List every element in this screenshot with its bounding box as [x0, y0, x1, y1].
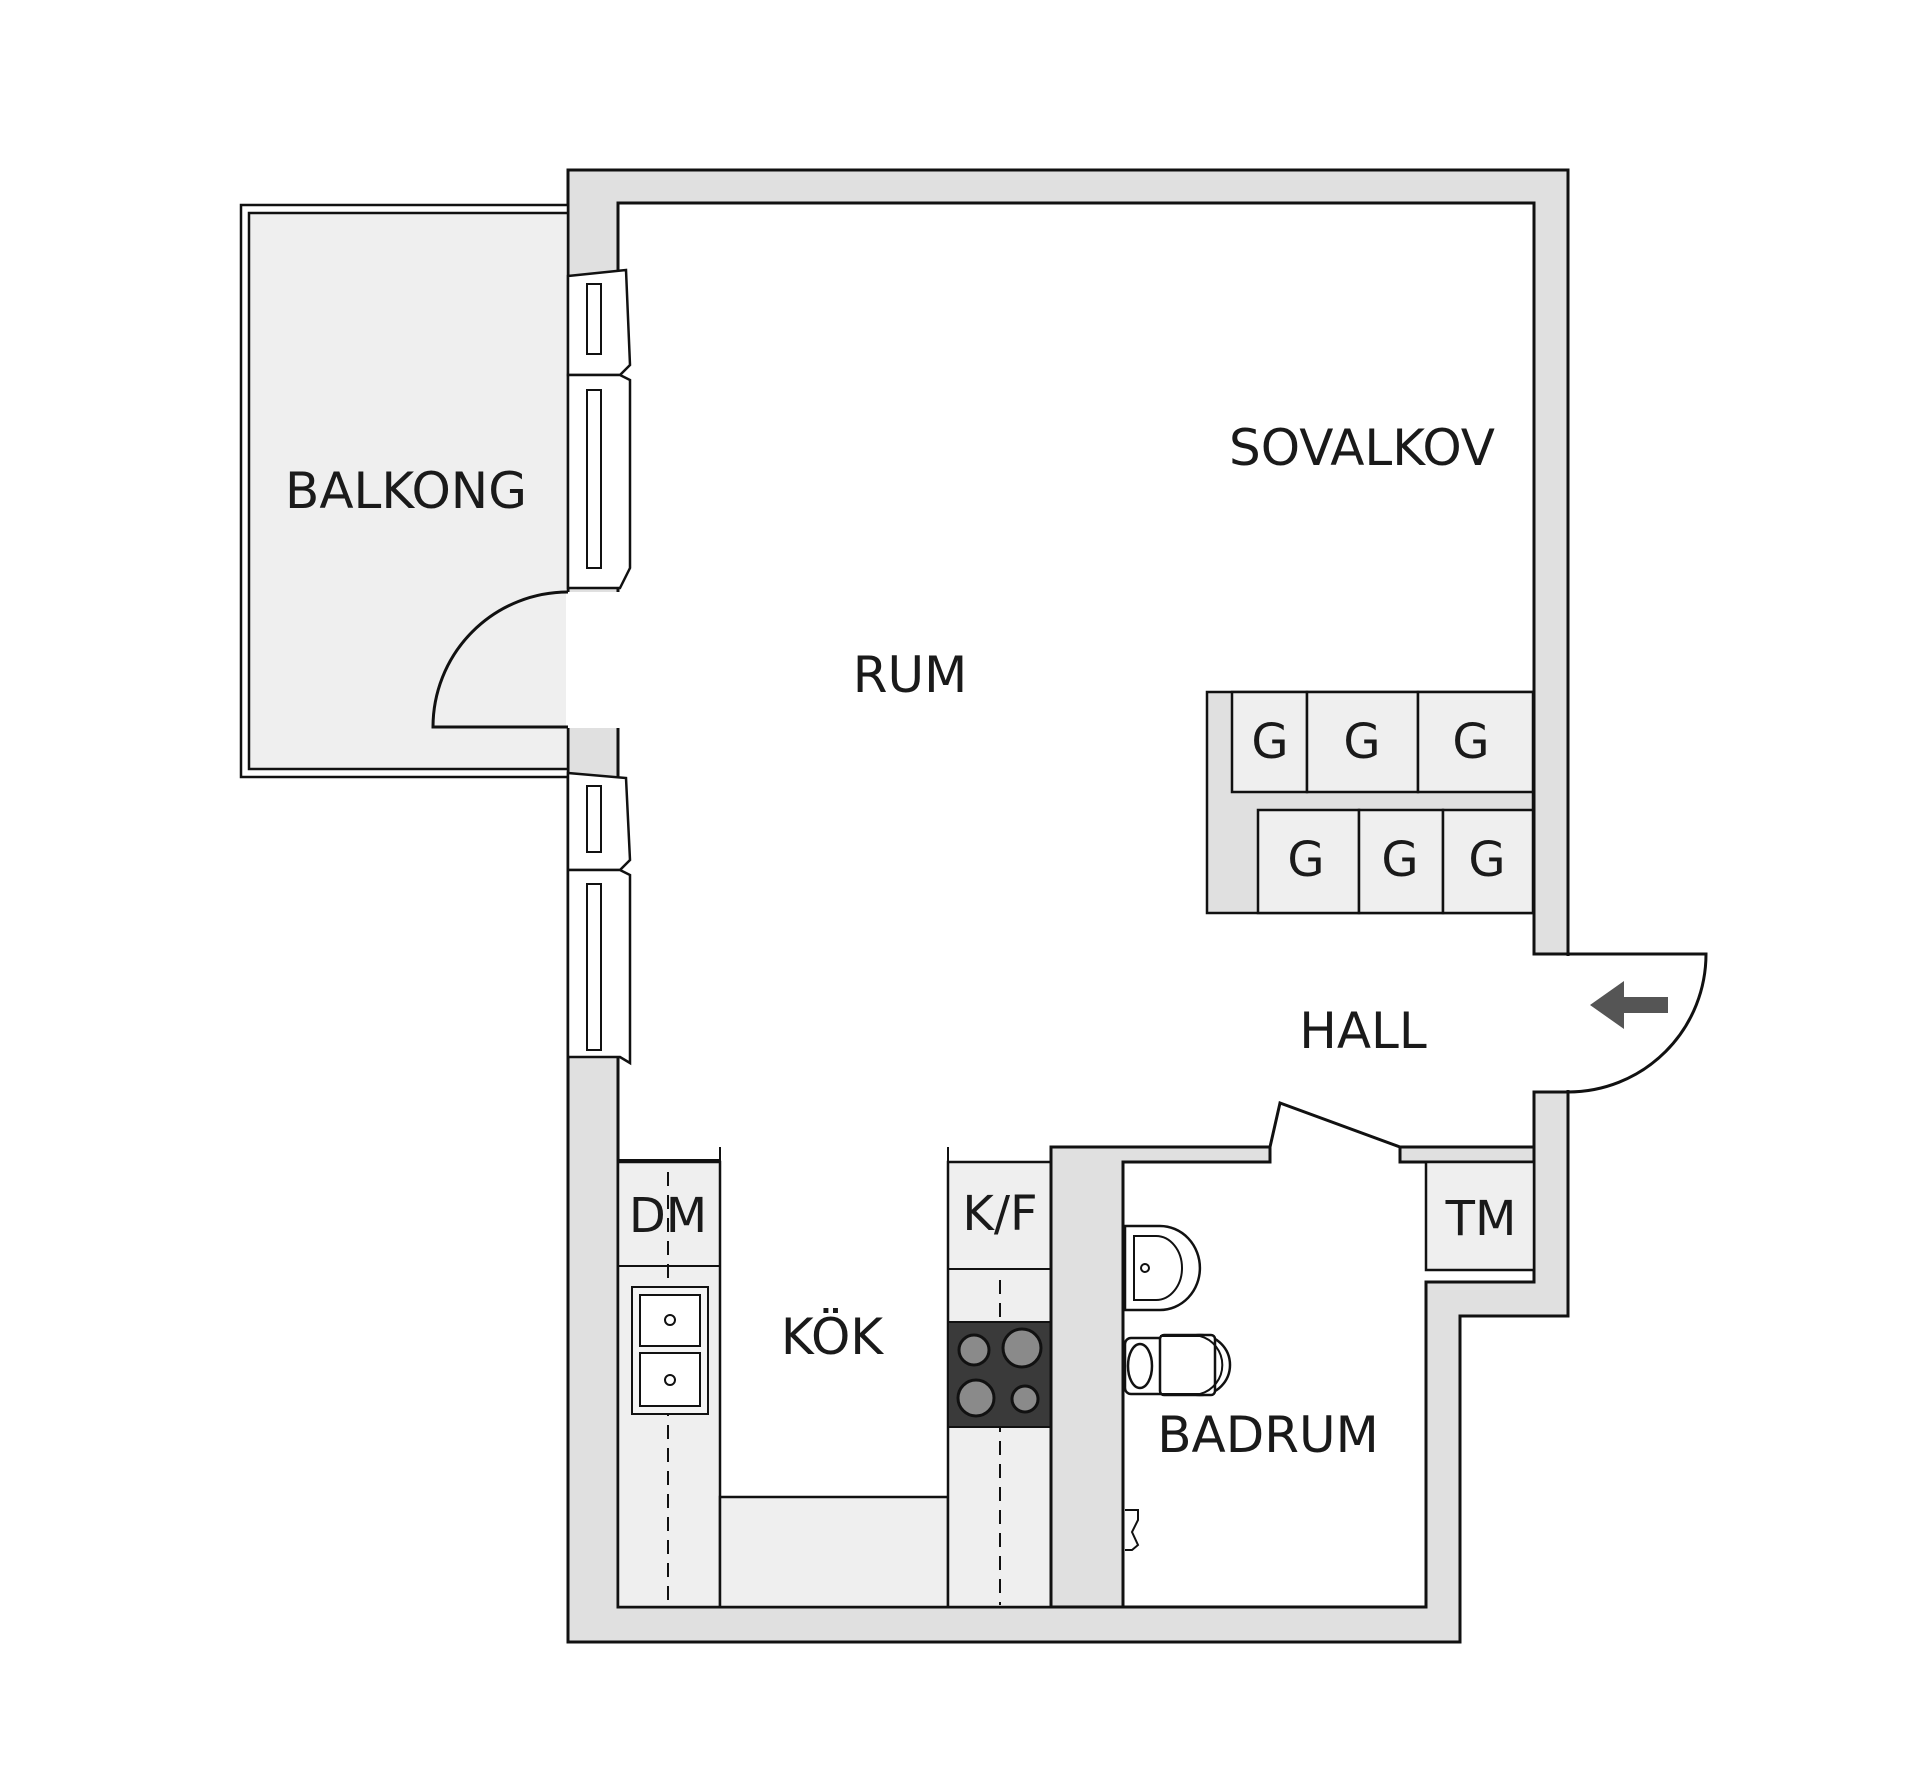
- label-wardrobe-5: G: [1381, 832, 1418, 888]
- bathroom-door: [1268, 1101, 1401, 1149]
- label-balkong: BALKONG: [285, 462, 527, 520]
- label-kok: KÖK: [781, 1308, 884, 1366]
- label-wardrobe-2: G: [1343, 714, 1380, 770]
- entrance-door: [1567, 952, 1708, 1094]
- balcony-door: [431, 590, 569, 729]
- washer: [1424, 1160, 1536, 1272]
- label-wardrobe-1: G: [1251, 714, 1288, 770]
- wardrobe-6: [1441, 808, 1535, 915]
- entrance-arrow-icon: [1590, 981, 1668, 1029]
- label-wardrobe-4: G: [1287, 832, 1324, 888]
- label-sovalkov: SOVALKOV: [1229, 419, 1495, 477]
- entrance-opening: [1532, 956, 1572, 1090]
- label-dm: DM: [629, 1188, 707, 1244]
- wardrobe-3: [1416, 690, 1535, 794]
- balcony-floor: [247, 211, 570, 771]
- label-wardrobe-3: G: [1452, 714, 1489, 770]
- wardrobe-5: [1357, 808, 1445, 915]
- wardrobe-2: [1305, 690, 1420, 794]
- label-hall: HALL: [1299, 1002, 1427, 1060]
- label-badrum: BADRUM: [1157, 1406, 1378, 1464]
- wardrobe-4: [1256, 808, 1361, 915]
- label-wardrobe-6: G: [1468, 832, 1505, 888]
- wardrobe-1: [1230, 690, 1309, 794]
- shower-valve-icon: [1125, 1509, 1140, 1551]
- label-kf: K/F: [962, 1186, 1037, 1242]
- kitchen: [616, 1147, 1053, 1609]
- label-tm: TM: [1445, 1191, 1517, 1247]
- bathroom-fixtures: [1123, 1224, 1232, 1551]
- wardrobe-block: [1205, 690, 1535, 915]
- label-rum: RUM: [853, 646, 967, 704]
- balcony-door-opening: [566, 592, 620, 728]
- windows: [566, 268, 632, 1066]
